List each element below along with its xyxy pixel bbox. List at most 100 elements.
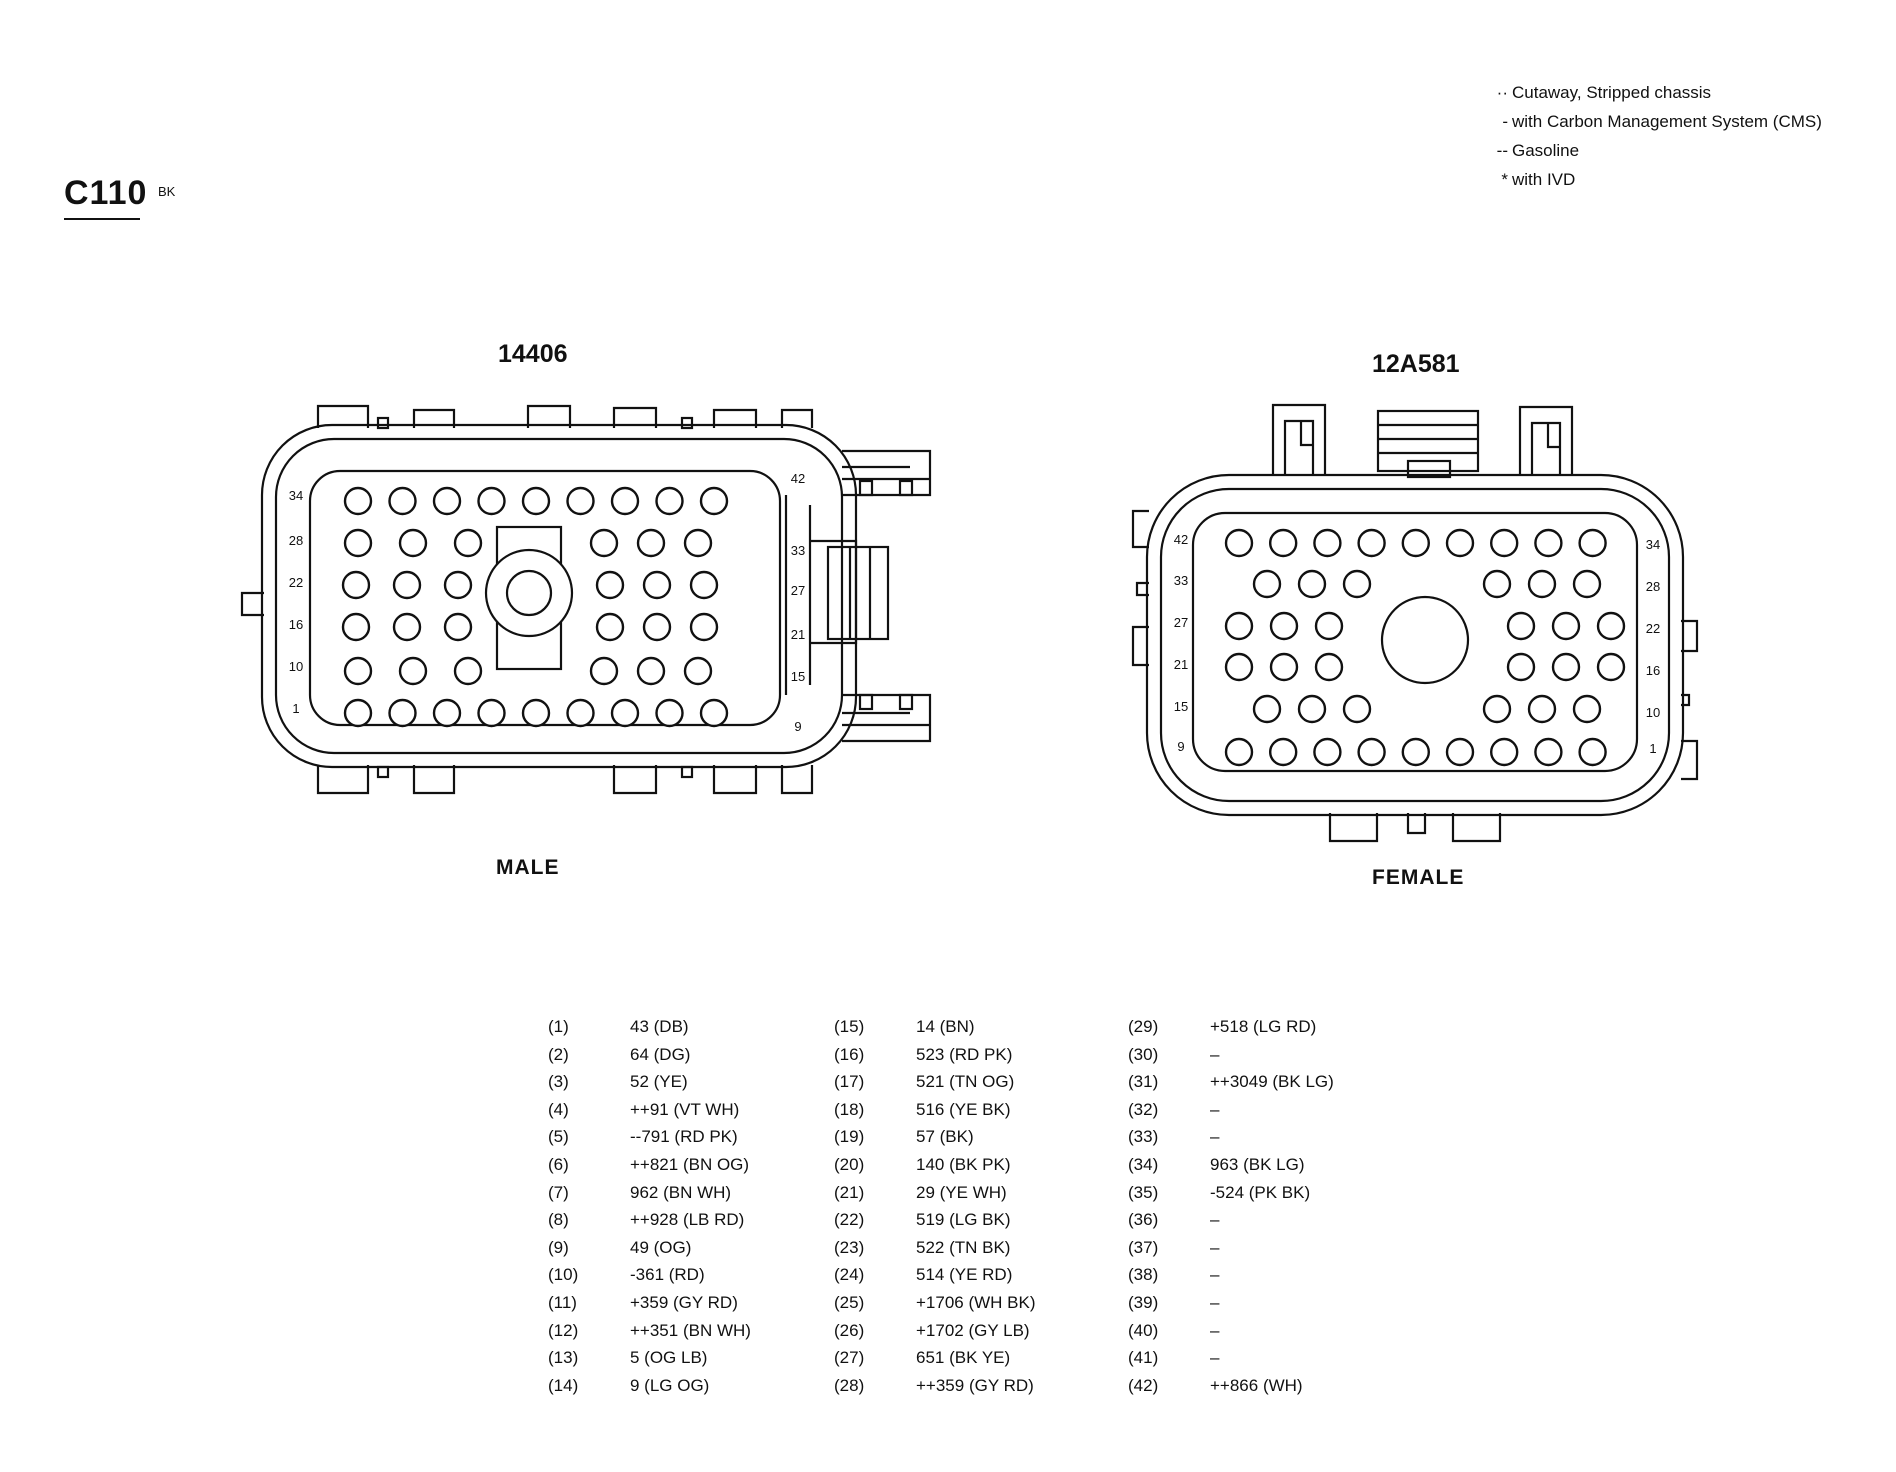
pinout-row: (12)++351 (BN WH) (548, 1317, 751, 1345)
pin-number: (18) (834, 1099, 865, 1119)
pinout-row: (41)– (1128, 1344, 1334, 1372)
male-part-number: 14406 (498, 340, 568, 368)
title-underline (64, 218, 140, 220)
pin-cavity (341, 612, 371, 642)
pin-cavity (655, 698, 684, 728)
pin-cavity (1224, 737, 1254, 767)
pin-cavity (636, 528, 666, 558)
pin-cavity (1490, 528, 1519, 558)
pinout-row: (3)52 (YE) (548, 1068, 751, 1096)
row-number: 10 (289, 659, 303, 674)
side-number: 34 (1646, 537, 1660, 552)
circuit-value: – (1210, 1265, 1220, 1285)
pin-cavity (689, 570, 719, 600)
pin-number: (15) (834, 1017, 865, 1036)
pin-number: (9) (548, 1237, 569, 1257)
pinout-row: (31)++3049 (BK LG) (1128, 1068, 1334, 1096)
pin-number: (4) (548, 1099, 569, 1119)
circuit-value: 523 (RD PK) (916, 1044, 1013, 1064)
pin-cavity (1314, 611, 1344, 641)
side-number: 27 (791, 583, 805, 598)
male-connector-diagram: 34 28 22 16 10 1 42 33 27 21 15 9 (240, 404, 932, 795)
pinout-row: (36)– (1128, 1206, 1334, 1234)
pin-number: (14) (548, 1375, 579, 1395)
pin-cavity (1572, 569, 1602, 599)
pin-cavity (432, 698, 462, 728)
pin-cavity (655, 486, 684, 516)
pin-cavity (1313, 528, 1342, 558)
pin-cavity (521, 486, 551, 516)
pin-number: (2) (548, 1044, 569, 1064)
pinout-row: (8)++928 (LB RD) (548, 1206, 751, 1234)
row-number: 1 (292, 701, 299, 716)
circuit-value: – (1210, 1210, 1220, 1230)
pin-number: (16) (834, 1044, 865, 1064)
pinout-row: (15)14 (BN) (834, 1013, 1036, 1041)
female-side-numbers: 34 28 22 16 10 1 (1646, 537, 1660, 756)
pinout-row: (21)29 (YE WH) (834, 1179, 1036, 1207)
circuit-value: – (1210, 1237, 1220, 1257)
pin-number: (40) (1128, 1320, 1159, 1340)
pin-cavity (453, 528, 483, 558)
row-number: 28 (289, 533, 303, 548)
pin-cavity (610, 486, 640, 516)
circuit-value: 519 (LG BK) (916, 1210, 1011, 1230)
row-number: 15 (1174, 699, 1188, 714)
pin-cavity (1252, 569, 1282, 599)
pin-number: (5) (548, 1127, 569, 1147)
row-number: 16 (289, 617, 303, 632)
pin-cavity (642, 612, 672, 642)
row-number: 34 (289, 488, 303, 503)
pinout-row: (20)140 (BK PK) (834, 1151, 1036, 1179)
circuit-value: 651 (BK YE) (916, 1348, 1011, 1368)
side-number: 10 (1646, 705, 1660, 720)
pin-cavity (392, 570, 422, 600)
pin-number: (38) (1128, 1265, 1159, 1285)
pin-cavity (521, 698, 551, 728)
pinout-row: (35)-524 (PK BK) (1128, 1179, 1334, 1207)
pinout-row: (2)64 (DG) (548, 1041, 751, 1069)
pinout-row: (26)+1702 (GY LB) (834, 1317, 1036, 1345)
male-housing (240, 404, 932, 795)
circuit-value: 521 (TN OG) (916, 1072, 1015, 1092)
pin-cavity (1445, 737, 1475, 767)
pin-number: (24) (834, 1265, 865, 1285)
pin-cavity (392, 612, 422, 642)
side-number: 21 (791, 627, 805, 642)
pin-cavity (1313, 737, 1342, 767)
pinout-row: (16) 523 (RD PK) (834, 1041, 1036, 1069)
pin-cavity (1269, 611, 1299, 641)
note-symbol: - (1502, 112, 1508, 131)
pinout-row: (34)963 (BK LG) (1128, 1151, 1334, 1179)
pin-cavity (443, 612, 473, 642)
circuit-value: 29 (YE WH) (916, 1182, 1007, 1202)
circuit-value: 9 (LG OG) (630, 1375, 710, 1395)
pinout-column-3: (29)+518 (LG RD)(30)–(31)++3049 (BK LG)(… (1128, 1013, 1334, 1399)
pinout-row: (6)++821 (BN OG) (548, 1151, 751, 1179)
pin-cavity (341, 570, 371, 600)
row-number: 33 (1174, 573, 1188, 588)
pin-cavity (1357, 737, 1386, 767)
circuit-value: – (1210, 1292, 1220, 1312)
pin-cavity (1482, 694, 1512, 724)
pin-cavity (1342, 694, 1372, 724)
pin-number: (26) (834, 1320, 865, 1340)
male-gender-label: MALE (496, 856, 560, 879)
pin-cavity (1534, 528, 1563, 558)
pin-number: (25) (834, 1292, 865, 1312)
pin-cavity (388, 486, 417, 516)
pinout-row: (22)519 (LG BK) (834, 1206, 1036, 1234)
circuit-value: ++928 (LB RD) (630, 1210, 745, 1230)
circuit-value: -361 (RD) (630, 1265, 705, 1285)
note-symbol: -- (1496, 141, 1508, 160)
pin-cavity (595, 612, 625, 642)
pin-cavity (1482, 569, 1512, 599)
pin-number: (10) (548, 1265, 579, 1285)
pin-cavity (1401, 528, 1430, 558)
pinout-row: (18)516 (YE BK) (834, 1096, 1036, 1124)
circuit-value: +359 (GY RD) (630, 1292, 738, 1312)
pin-cavity (1527, 569, 1557, 599)
pin-cavity (432, 486, 462, 516)
pin-number: (33) (1128, 1127, 1159, 1147)
pin-cavity (1224, 652, 1254, 682)
